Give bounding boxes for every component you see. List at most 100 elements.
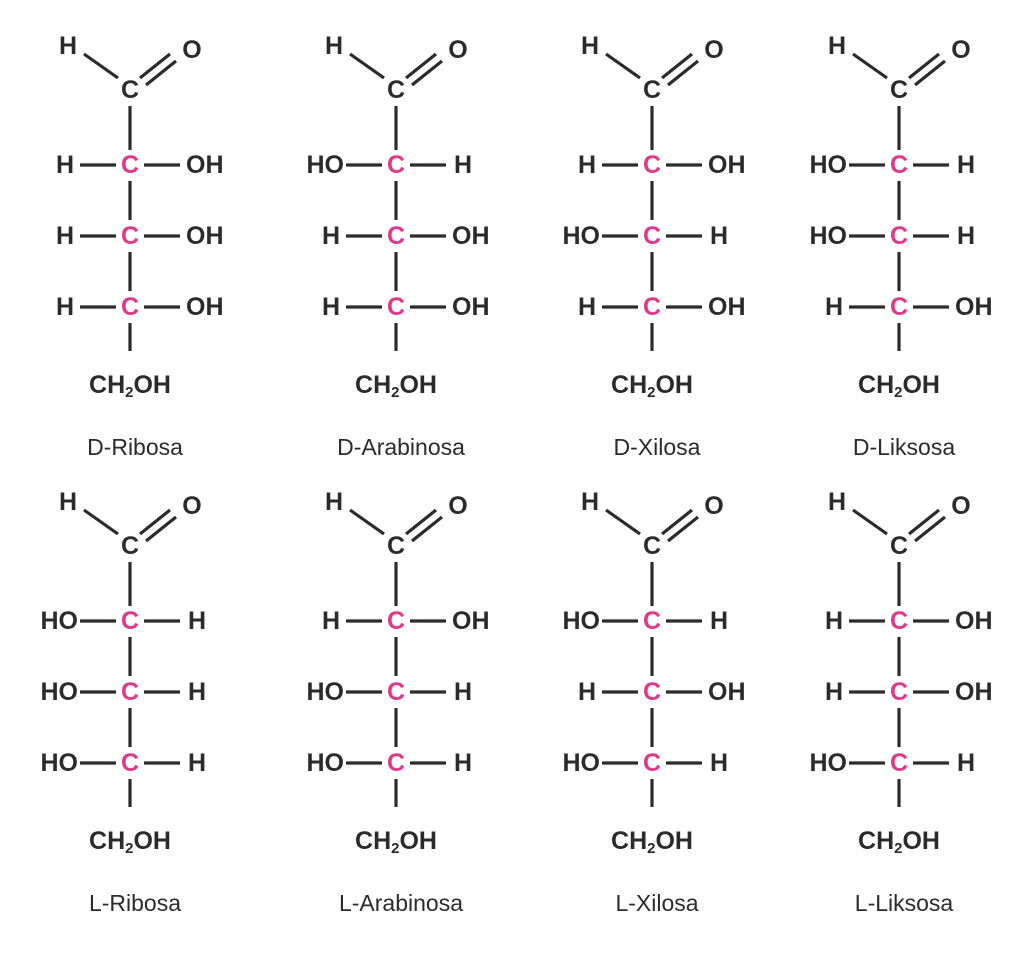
left-h-atom: H: [578, 293, 596, 321]
chiral-c-atom: C: [121, 293, 139, 321]
sugar-name-label: L-Liksosa: [855, 890, 954, 916]
ch2oh-group: CH2OH: [355, 827, 437, 857]
chiral-c-atom: C: [643, 678, 661, 706]
aldehyde-h-atom: H: [581, 32, 599, 60]
left-ho-group: HO: [41, 607, 79, 635]
right-h-atom: H: [188, 749, 206, 777]
chiral-c-atom: C: [890, 151, 908, 179]
aldehyde-h-atom: H: [581, 488, 599, 516]
chiral-c-atom: C: [121, 151, 139, 179]
chiral-c-atom: C: [387, 678, 405, 706]
sugar-name-label: D-Arabinosa: [337, 434, 465, 460]
left-ho-group: HO: [563, 222, 601, 250]
right-oh-group: OH: [955, 678, 993, 706]
right-h-atom: H: [710, 607, 728, 635]
sugar-name-label: D-Ribosa: [87, 434, 183, 460]
aldehyde-h-bond: [349, 508, 385, 536]
right-h-atom: H: [454, 151, 472, 179]
right-h-atom: H: [957, 222, 975, 250]
left-ho-group: HO: [810, 151, 848, 179]
chiral-c-atom: C: [121, 607, 139, 635]
ch2oh-group: CH2OH: [89, 827, 171, 857]
chiral-c-atom: C: [643, 151, 661, 179]
right-oh-group: OH: [452, 293, 490, 321]
left-ho-group: HO: [307, 678, 345, 706]
carbonyl-bond-2: [914, 59, 946, 87]
aldehyde-c-atom: C: [890, 532, 908, 560]
carbonyl-bond-1: [405, 52, 437, 80]
right-h-atom: H: [188, 678, 206, 706]
chiral-c-atom: C: [890, 293, 908, 321]
left-ho-group: HO: [307, 151, 345, 179]
right-h-atom: H: [710, 749, 728, 777]
ch2oh-group: CH2OH: [858, 371, 940, 401]
left-h-atom: H: [578, 151, 596, 179]
sugar-name-label: L-Ribosa: [89, 890, 181, 916]
carbonyl-bond-1: [908, 508, 940, 536]
chiral-c-atom: C: [387, 151, 405, 179]
carbonyl-o-atom: O: [704, 36, 723, 64]
left-ho-group: HO: [810, 749, 848, 777]
aldehyde-c-atom: C: [121, 76, 139, 104]
chiral-c-atom: C: [643, 607, 661, 635]
aldehyde-c-atom: C: [387, 532, 405, 560]
carbonyl-o-atom: O: [182, 492, 201, 520]
carbonyl-bond-2: [667, 515, 699, 543]
chiral-c-atom: C: [643, 749, 661, 777]
carbonyl-bond-2: [145, 59, 177, 87]
chiral-c-atom: C: [121, 678, 139, 706]
right-oh-group: OH: [452, 222, 490, 250]
carbonyl-bond-1: [661, 508, 693, 536]
aldehyde-h-atom: H: [325, 32, 343, 60]
carbonyl-bond-2: [411, 515, 443, 543]
aldehyde-h-bond: [605, 52, 641, 80]
carbonyl-o-atom: O: [704, 492, 723, 520]
right-oh-group: OH: [452, 607, 490, 635]
chiral-c-atom: C: [890, 222, 908, 250]
left-h-atom: H: [578, 678, 596, 706]
right-h-atom: H: [957, 151, 975, 179]
carbonyl-o-atom: O: [951, 36, 970, 64]
carbonyl-bond-1: [908, 52, 940, 80]
left-ho-group: HO: [307, 749, 345, 777]
carbonyl-bond-2: [411, 59, 443, 87]
right-oh-group: OH: [186, 293, 224, 321]
left-ho-group: HO: [810, 222, 848, 250]
right-h-atom: H: [710, 222, 728, 250]
sugar-name-label: L-Arabinosa: [339, 890, 463, 916]
left-h-atom: H: [56, 293, 74, 321]
carbonyl-o-atom: O: [951, 492, 970, 520]
aldehyde-c-atom: C: [643, 532, 661, 560]
right-oh-group: OH: [955, 607, 993, 635]
aldehyde-c-atom: C: [387, 76, 405, 104]
chiral-c-atom: C: [890, 607, 908, 635]
right-oh-group: OH: [708, 678, 746, 706]
carbonyl-bond-1: [661, 52, 693, 80]
chiral-c-atom: C: [387, 222, 405, 250]
sugar-name-label: D-Xilosa: [614, 434, 701, 460]
aldehyde-h-atom: H: [59, 488, 77, 516]
right-h-atom: H: [957, 749, 975, 777]
right-oh-group: OH: [955, 293, 993, 321]
left-h-atom: H: [825, 678, 843, 706]
right-oh-group: OH: [708, 151, 746, 179]
carbonyl-o-atom: O: [182, 36, 201, 64]
left-ho-group: HO: [41, 749, 79, 777]
left-h-atom: H: [322, 222, 340, 250]
right-oh-group: OH: [708, 293, 746, 321]
carbonyl-bond-1: [139, 52, 171, 80]
chiral-c-atom: C: [643, 222, 661, 250]
aldehyde-h-atom: H: [828, 32, 846, 60]
aldehyde-h-bond: [852, 52, 888, 80]
left-h-atom: H: [825, 607, 843, 635]
aldehyde-h-bond: [605, 508, 641, 536]
left-h-atom: H: [322, 293, 340, 321]
chiral-c-atom: C: [387, 607, 405, 635]
